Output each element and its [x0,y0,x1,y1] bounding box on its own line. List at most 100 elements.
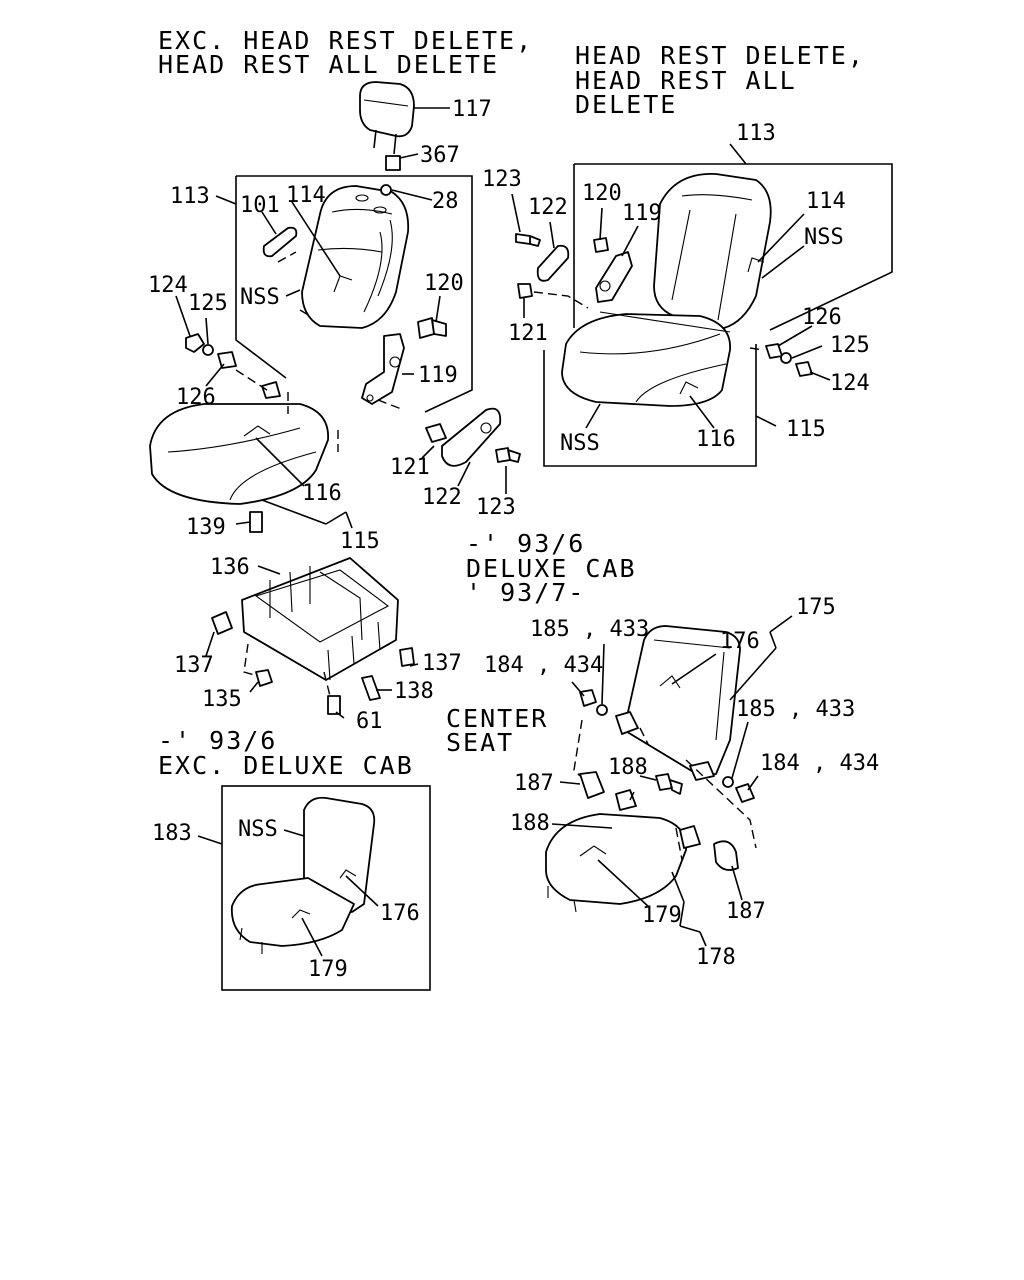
callout-183: 183 [152,821,192,846]
callout-114a: 114 [286,183,326,208]
part-121b [517,283,533,299]
callout-178: 178 [696,945,736,970]
callout-136: 136 [210,555,250,580]
part-120b [593,237,609,253]
callout-116b: 116 [696,427,736,452]
header-right-line2: HEAD REST ALL [575,66,797,95]
callout-179a: 179 [642,903,682,928]
part-188a [655,773,683,795]
seat-back-part [301,185,410,329]
callout-188b: 188 [510,811,550,836]
center-seat-assembly [545,625,757,913]
callout-122b: 122 [528,195,568,220]
part-101 [262,226,298,258]
center-bracket-left [615,711,639,735]
no-head-rest-seat-assembly [515,163,893,467]
bracket-113b [574,163,893,331]
part-125b [780,352,792,364]
part-135 [255,669,273,687]
part-120a [417,317,447,339]
callout-113b: 113 [736,121,776,146]
part-125a [202,344,214,356]
callout-117: 117 [452,97,492,122]
header-low-line1: -' 93/6 [158,726,277,755]
part-185a [596,704,608,716]
part-187b [713,840,739,871]
callout-126a: 126 [176,385,216,410]
callout-187a: 187 [514,771,554,796]
seat-cushion-part-b [561,311,731,407]
callout-124b: 124 [830,371,870,396]
head-rest-seat-assembly [149,81,521,533]
callout-176a: 176 [720,629,760,654]
header-mid-line2: DELUXE CAB [466,554,637,583]
callout-115b: 115 [786,417,826,442]
part-126a [217,351,237,369]
callouts: 117 367 28 113 101 114 120 124 125 NSS 1… [148,97,879,982]
callout-119b: 119 [622,201,662,226]
part-137b [399,647,415,667]
callout-185-433b: 185 , 433 [736,697,855,722]
part-28 [380,184,392,196]
header-left-line1: EXC. HEAD REST DELETE, [158,26,533,55]
seat-back-part-b [653,173,772,329]
seat-frame-part [211,557,415,715]
callout-139: 139 [186,515,226,540]
standard-seat-assembly [221,785,431,991]
part-122a [441,407,502,467]
standard-seat-cushion [230,877,355,947]
callout-120a: 120 [424,271,464,296]
label-nss-c: NSS [560,431,600,456]
callout-101: 101 [240,193,280,218]
callout-28: 28 [432,189,459,214]
bracket-115b [543,344,757,467]
center-seat-back [623,625,741,777]
part-123b [515,233,541,247]
part-61 [327,695,341,715]
callout-176b: 176 [380,901,420,926]
callout-120b: 120 [582,181,622,206]
part-126b [765,343,783,359]
callout-184-434a: 184 , 434 [484,653,603,678]
part-138 [361,675,381,701]
callout-123a: 123 [476,495,516,520]
part-119a [361,333,405,405]
callout-121a: 121 [390,455,430,480]
center-seat-cushion [545,813,687,905]
part-124b [795,361,813,377]
part-185b [722,776,734,788]
callout-116a: 116 [302,481,342,506]
header-right-line1: HEAD REST DELETE, [575,41,865,70]
callout-188a: 188 [608,755,648,780]
part-119b [595,251,633,303]
label-nss-a: NSS [240,285,280,310]
callout-119a: 119 [418,363,458,388]
callout-138: 138 [394,679,434,704]
bracket-113a [235,176,287,379]
seat-cushion-part [149,381,329,505]
bracket-113a-right [236,175,473,413]
header-right-line3: DELETE [575,90,677,119]
part-122b [536,244,570,282]
callout-137b: 137 [422,651,462,676]
callout-135: 135 [202,687,242,712]
callout-125a: 125 [188,291,228,316]
header-mid-line1: -' 93/6 [466,529,585,558]
callout-121b: 121 [508,321,548,346]
callout-184-434b: 184 , 434 [760,751,879,776]
callout-124a: 124 [148,273,188,298]
head-rest-part [359,81,415,155]
center-bracket-right [689,761,715,781]
callout-114b: 114 [806,189,846,214]
callout-125b: 125 [830,333,870,358]
part-121a [425,423,447,443]
callout-122a: 122 [422,485,462,510]
callout-113a: 113 [170,184,210,209]
callout-185-433a: 185 , 433 [530,617,649,642]
callout-126b: 126 [802,305,842,330]
callout-137a: 137 [174,653,214,678]
leader-lines [175,107,831,957]
box-183 [221,785,431,991]
